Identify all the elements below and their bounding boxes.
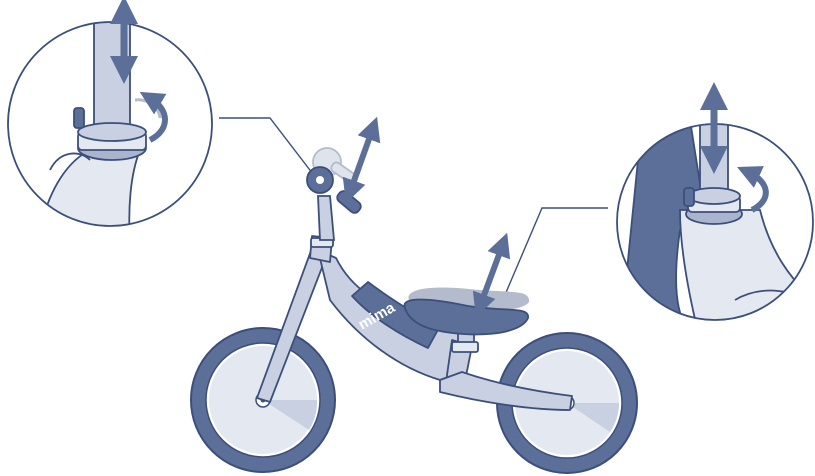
leader-line-left: [219, 118, 316, 178]
handlebar: [307, 148, 363, 240]
seat-post-clamp-detail: [617, 96, 815, 340]
handlebar-stem-clamp-detail: [8, 0, 212, 240]
handlebar-height-arrow: [350, 128, 373, 192]
handlebar-grip-right: [335, 189, 363, 215]
seat-clamp: [452, 342, 478, 352]
